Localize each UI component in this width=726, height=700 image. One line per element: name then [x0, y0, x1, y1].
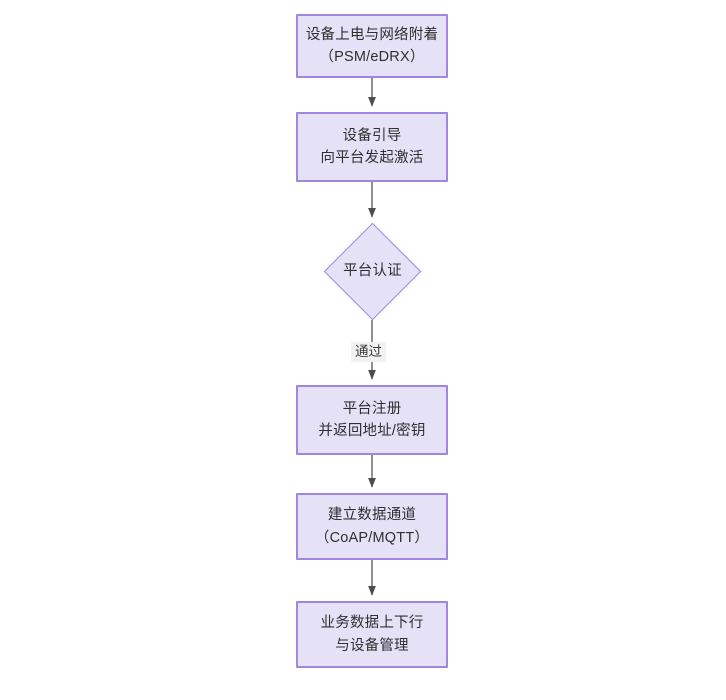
node-text-line: 设备引导	[342, 127, 402, 144]
node-text-line: 建立数据通道	[327, 507, 417, 524]
node-text-line: 向平台发起激活	[320, 150, 424, 166]
node-device-power-on[interactable]: 设备上电与网络附着 （PSM/eDRX）	[296, 14, 448, 78]
node-establish-data-channel[interactable]: 建立数据通道 （CoAP/MQTT）	[296, 493, 448, 560]
node-business-data-and-device-management[interactable]: 业务数据上下行 与设备管理	[296, 601, 448, 668]
node-text-line: 设备上电与网络附着	[305, 26, 439, 43]
node-text-line: 平台注册	[342, 400, 402, 417]
edge-label-text: 通过	[355, 344, 382, 359]
node-platform-authentication[interactable]: 平台认证	[323, 222, 422, 320]
node-text-line: 并返回地址/密钥	[318, 423, 426, 439]
node-text-line: 与设备管理	[335, 637, 409, 654]
node-text-line: 平台认证	[343, 262, 402, 279]
node-platform-registration[interactable]: 平台注册 并返回地址/密钥	[296, 385, 448, 455]
node-device-bootstrap[interactable]: 设备引导 向平台发起激活	[296, 112, 448, 182]
node-text-line: （CoAP/MQTT）	[314, 529, 430, 546]
edge-label-pass: 通过	[351, 342, 386, 363]
node-text-line: 业务数据上下行	[320, 615, 424, 632]
node-text: 平台认证	[343, 260, 402, 282]
node-text-line: （PSM/eDRX）	[319, 49, 425, 65]
